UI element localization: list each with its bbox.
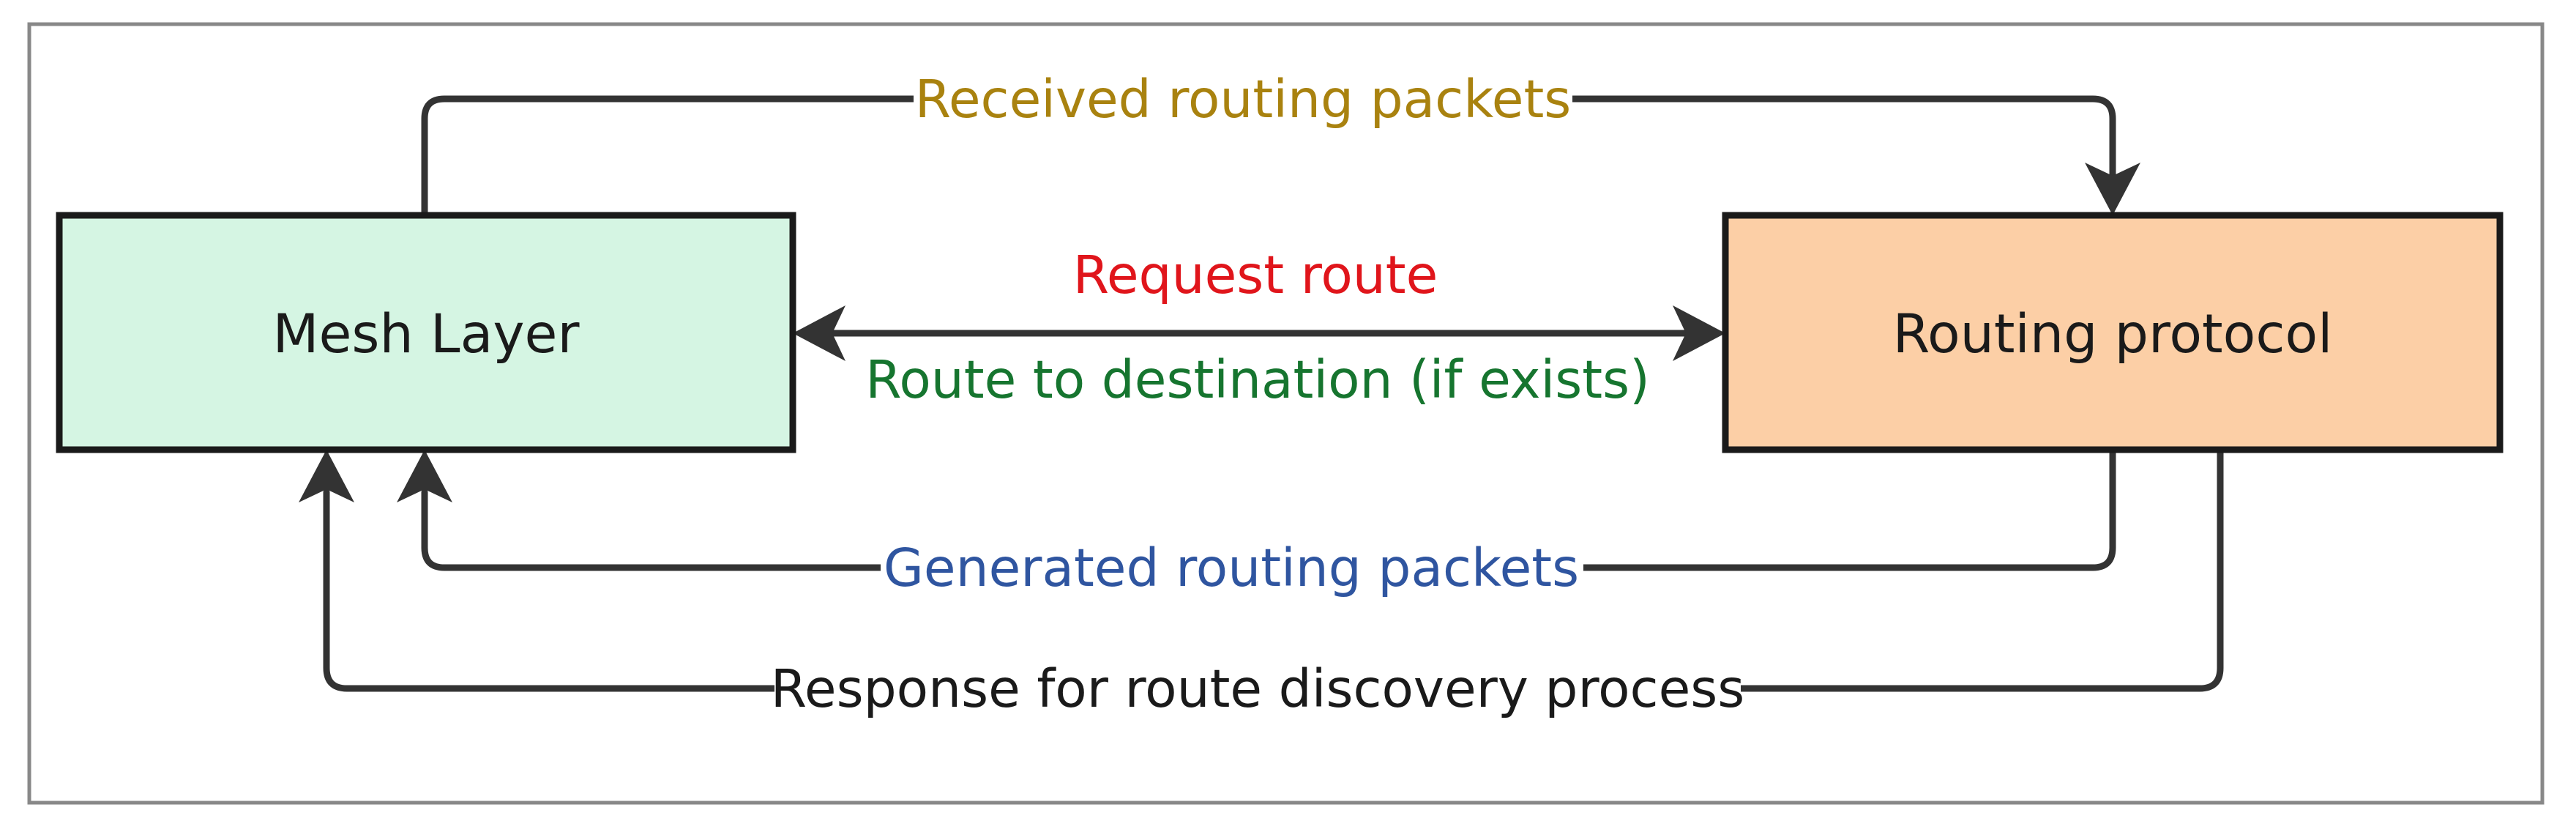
request-route-label: Request route <box>1073 245 1438 305</box>
response-label-bg <box>774 654 1741 723</box>
arrowhead-into-mesh-layer-right <box>793 305 845 361</box>
response-route-discovery-label: Response for route discovery process <box>771 658 1745 719</box>
arrowhead-into-routing-protocol-top <box>2085 163 2140 215</box>
routing-protocol-label: Routing protocol <box>1893 303 2333 365</box>
mesh-layer-box <box>56 212 796 453</box>
route-to-destination-label: Route to destination (if exists) <box>865 349 1650 410</box>
generated-label-bg <box>881 533 1583 602</box>
mesh-layer-label: Mesh Layer <box>273 303 580 365</box>
arrowhead-into-routing-protocol-left <box>1673 305 1725 361</box>
received-label-bg <box>914 64 1572 133</box>
diagram-frame <box>27 22 2545 805</box>
routing-protocol-box <box>1722 212 2504 453</box>
received-routing-packets-label: Received routing packets <box>915 69 1572 130</box>
arrowhead-generated-into-mesh-layer <box>397 450 452 502</box>
arrowhead-response-into-mesh-layer <box>299 450 354 502</box>
generated-routing-packets-label: Generated routing packets <box>884 538 1579 598</box>
